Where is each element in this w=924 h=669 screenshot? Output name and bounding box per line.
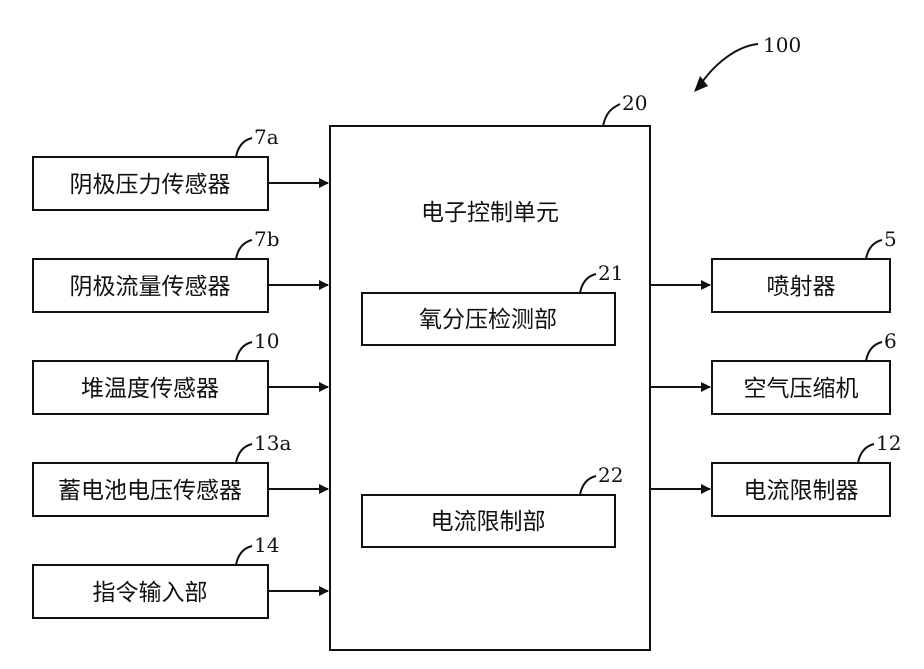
input-cathode-pressure-sensor: 阴极压力传感器 7a	[33, 125, 328, 210]
submodule-ref-21: 21	[598, 261, 623, 285]
input-ref-leader-14	[236, 546, 252, 565]
output-ref-leader-6	[866, 342, 882, 361]
input-ref-13a: 13a	[254, 431, 291, 455]
input-ref-leader-7a	[236, 138, 252, 157]
ecu-ref: 20	[622, 91, 647, 115]
input-ref-14: 14	[254, 533, 279, 557]
input-ref-7b: 7b	[254, 227, 280, 251]
input-stack-temperature-sensor: 堆温度传感器 10	[33, 329, 328, 414]
output-ref-leader-12	[858, 444, 874, 463]
output-ref-6: 6	[884, 329, 897, 353]
input-ref-leader-13a	[236, 444, 252, 463]
ecu-block: 电子控制单元 20	[330, 91, 650, 650]
output-ref-5: 5	[884, 227, 897, 251]
submodule-label-22: 电流限制部	[431, 509, 546, 535]
input-label-13a: 蓄电池电压传感器	[58, 478, 242, 504]
output-ref-12: 12	[876, 431, 901, 455]
system-ref-leader	[698, 44, 758, 88]
input-ref-leader-10	[236, 342, 252, 361]
output-injector: 喷射器 5	[650, 227, 897, 312]
input-cathode-flow-sensor: 阴极流量传感器 7b	[33, 227, 328, 312]
system-ref-label: 100	[763, 33, 801, 57]
input-ref-10: 10	[254, 329, 279, 353]
output-label-6: 空气压缩机	[744, 376, 859, 402]
output-air-compressor: 空气压缩机 6	[650, 329, 897, 414]
input-command-input-unit: 指令输入部 14	[33, 533, 328, 618]
input-label-7a: 阴极压力传感器	[70, 172, 231, 198]
system-reference: 100	[694, 33, 801, 92]
output-ref-leader-5	[866, 240, 882, 259]
input-label-14: 指令输入部	[93, 580, 208, 606]
input-battery-voltage-sensor: 蓄电池电压传感器 13a	[33, 431, 328, 516]
input-ref-leader-7b	[236, 240, 252, 259]
input-label-7b: 阴极流量传感器	[70, 274, 231, 300]
output-label-5: 喷射器	[767, 274, 836, 300]
ecu-ref-leader	[603, 104, 620, 126]
submodule-label-21: 氧分压检测部	[419, 307, 557, 333]
input-ref-7a: 7a	[254, 125, 279, 149]
ecu-label: 电子控制单元	[421, 200, 559, 226]
submodule-ref-22: 22	[598, 463, 623, 487]
output-current-limiter: 电流限制器 12	[650, 431, 901, 516]
output-label-12: 电流限制器	[744, 478, 859, 504]
input-label-10: 堆温度传感器	[81, 376, 219, 402]
